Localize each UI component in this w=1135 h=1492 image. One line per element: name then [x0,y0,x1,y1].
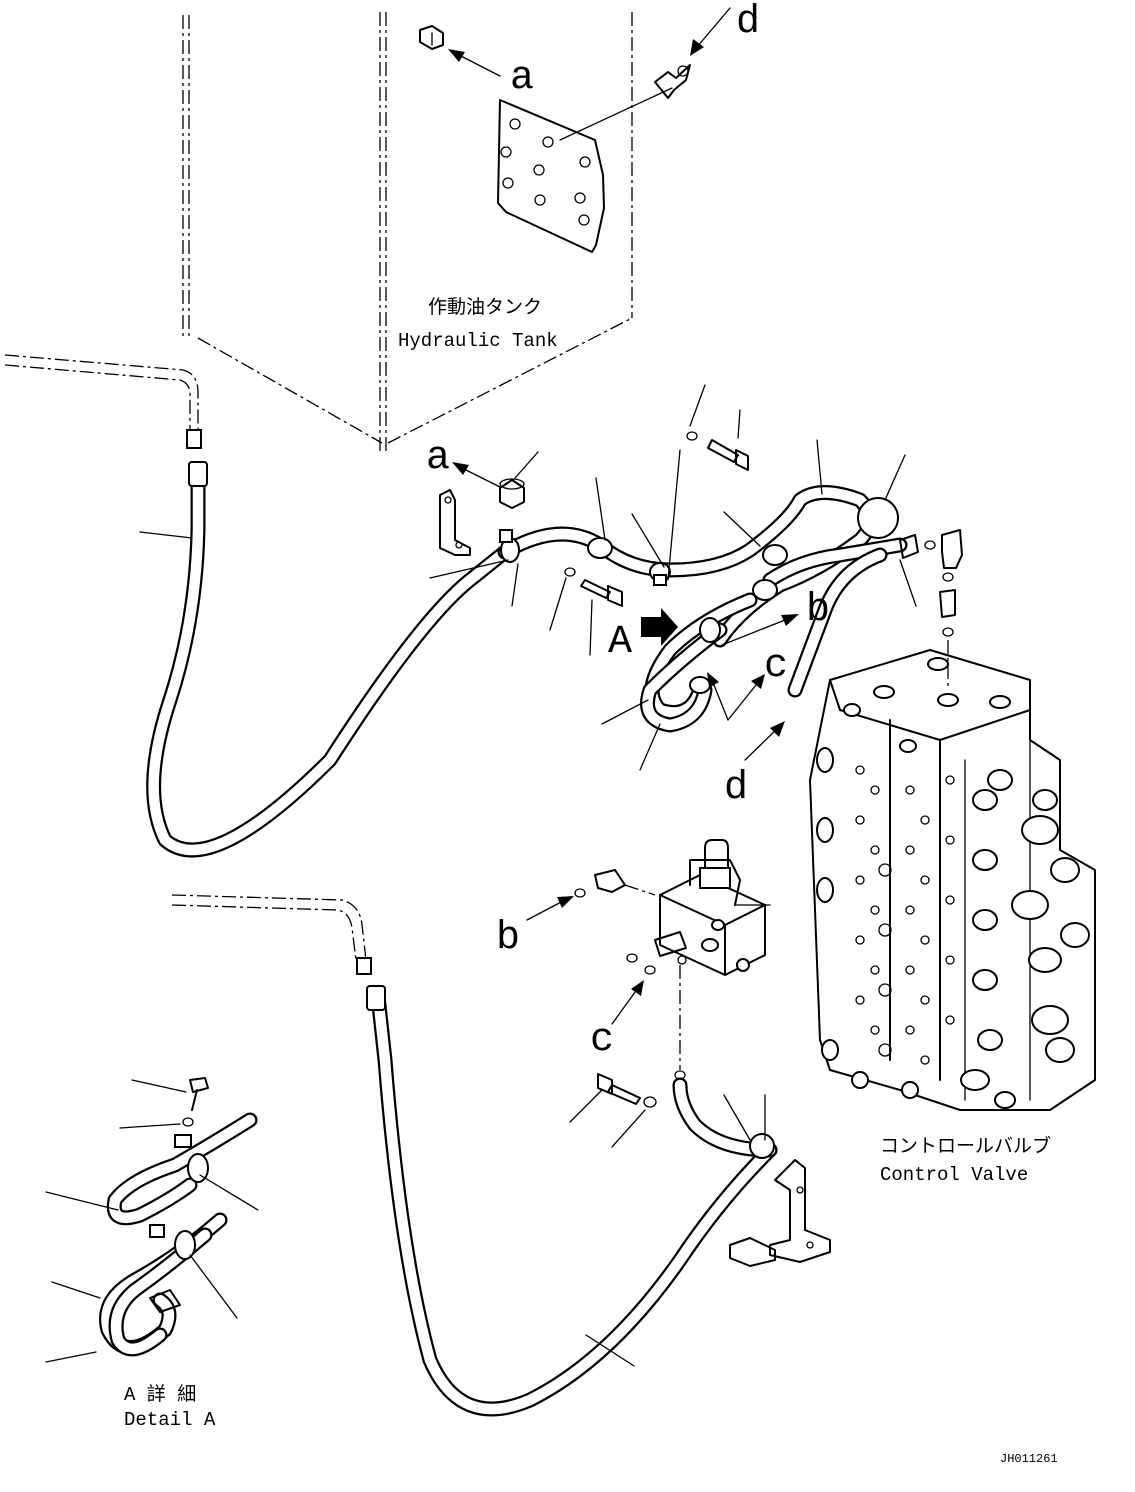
detail-A-view [45,1077,259,1363]
leader-lines-mid [429,384,917,771]
callout-a-mid: a [426,436,450,481]
lower-return-hose [366,985,778,1417]
callout-arrow-b-mid [721,614,799,646]
orings-c-low [626,953,656,975]
callout-b-mid: b [806,588,830,633]
hydraulic-tank-outline [182,12,633,455]
bracket-lower [729,1159,831,1267]
label-detail-a-en: Detail A [124,1409,216,1431]
control-valve [809,649,1096,1111]
callout-c-mid: c [764,644,788,689]
callout-a-top: a [510,56,534,101]
callout-arrow-a-top [448,49,501,77]
callout-d-top: d [736,0,760,45]
plug-part-a [419,25,444,50]
bushing-part-a-mid [499,478,525,509]
label-control-valve-en: Control Valve [880,1164,1028,1186]
bolt-lower [569,1073,766,1148]
bracket-upper [439,489,471,556]
callout-b-low: b [496,916,520,961]
callout-arrow-a-mid [452,451,539,488]
callout-c-low: c [590,1018,614,1063]
callout-arrow-d-top [690,7,731,56]
callout-arrow-c-low [611,980,644,1025]
drawing-id: JH011261 [1000,1452,1058,1466]
label-control-valve-jp: コントロールバルブ [880,1134,1051,1158]
view-arrow-A [641,608,678,646]
label-hydraulic-tank-jp: 作動油タンク [428,296,542,319]
callout-arrows-c-mid [707,672,765,721]
bolt-mid [564,567,623,607]
label-hydraulic-tank-en: Hydraulic Tank [398,330,558,352]
label-detail-a-jp: A 詳 細 [124,1383,196,1406]
upper-left-pipe [4,354,202,449]
upper-return-hose [139,461,513,858]
hose-clamps [499,497,899,694]
elbow-fitting-d [654,64,691,99]
callout-arrow-d-mid [744,721,785,761]
bolt-upper-right [686,431,749,471]
tank-cover-plate [497,87,673,253]
lower-left-pipe [171,894,372,975]
solenoid-valve-block [654,839,771,1080]
elbow-fitting-b-low [574,869,656,898]
callout-d-mid: d [724,766,748,811]
callout-A-view: A [608,620,632,665]
callout-arrow-b-low [526,896,574,921]
